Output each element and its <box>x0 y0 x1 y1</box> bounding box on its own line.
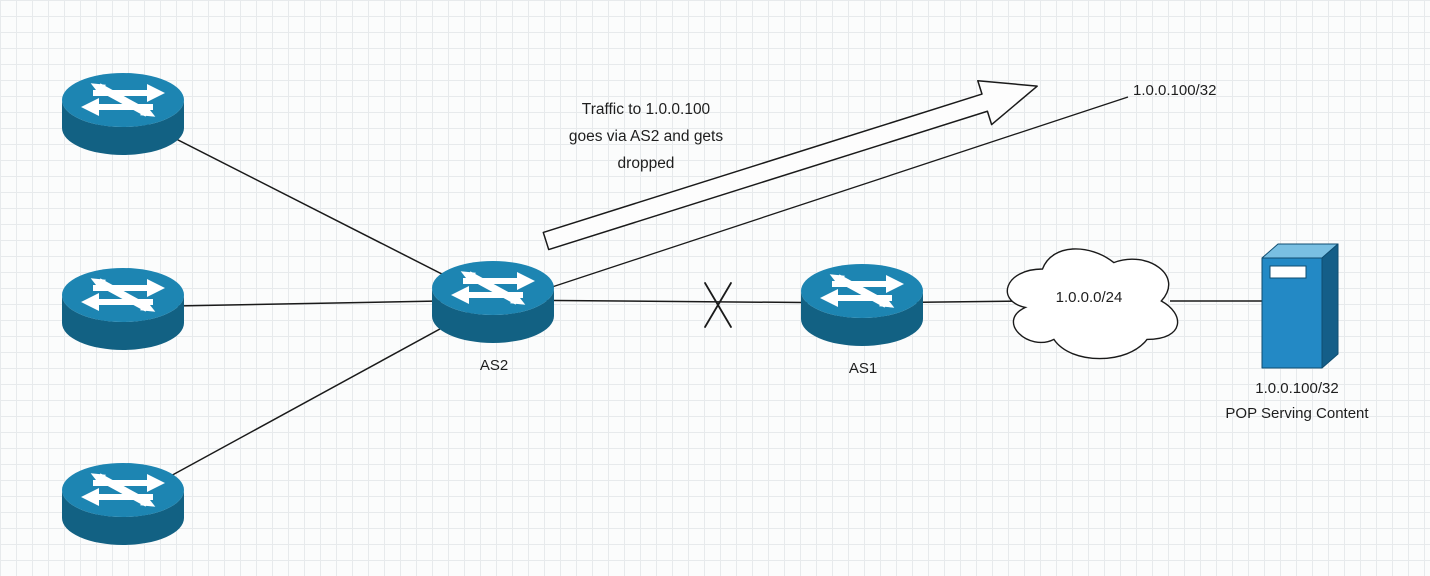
server-slot <box>1269 265 1307 279</box>
annotation-line-1: Traffic to 1.0.0.100 <box>582 101 711 118</box>
traffic-flow-arrow <box>542 79 1038 251</box>
server-side-face <box>1321 243 1339 369</box>
edge-router-top-icon <box>62 73 184 155</box>
as1-router-icon <box>801 264 923 346</box>
link-router3-as2 <box>122 299 494 503</box>
cloud-shape <box>1006 248 1179 360</box>
network-cloud: 1.0.0.0/24 <box>1006 248 1179 360</box>
as2-label: AS2 <box>480 357 508 374</box>
edge-router-bottom-icon <box>62 463 184 545</box>
broken-link-x-icon <box>704 282 732 328</box>
route-prefix-label: 1.0.0.100/32 <box>1133 82 1216 99</box>
link-router2-as2 <box>122 299 494 308</box>
edge-router-middle-icon <box>62 268 184 350</box>
annotation-line-2: goes via AS2 and gets <box>569 128 724 145</box>
as1-label: AS1 <box>849 360 877 377</box>
server-description-label: POP Serving Content <box>1225 405 1369 422</box>
pop-server-icon <box>1261 243 1339 369</box>
as2-router-icon <box>432 261 554 343</box>
server-prefix-label: 1.0.0.100/32 <box>1255 380 1338 397</box>
cloud-label: 1.0.0.0/24 <box>1056 289 1123 306</box>
link-as2-as1 <box>492 299 863 304</box>
route-pointer-line <box>548 96 1129 289</box>
annotation-line-3: dropped <box>618 155 675 172</box>
annotation-text: Traffic to 1.0.0.100 goes via AS2 and ge… <box>569 101 724 172</box>
link-router1-as2 <box>122 111 494 301</box>
